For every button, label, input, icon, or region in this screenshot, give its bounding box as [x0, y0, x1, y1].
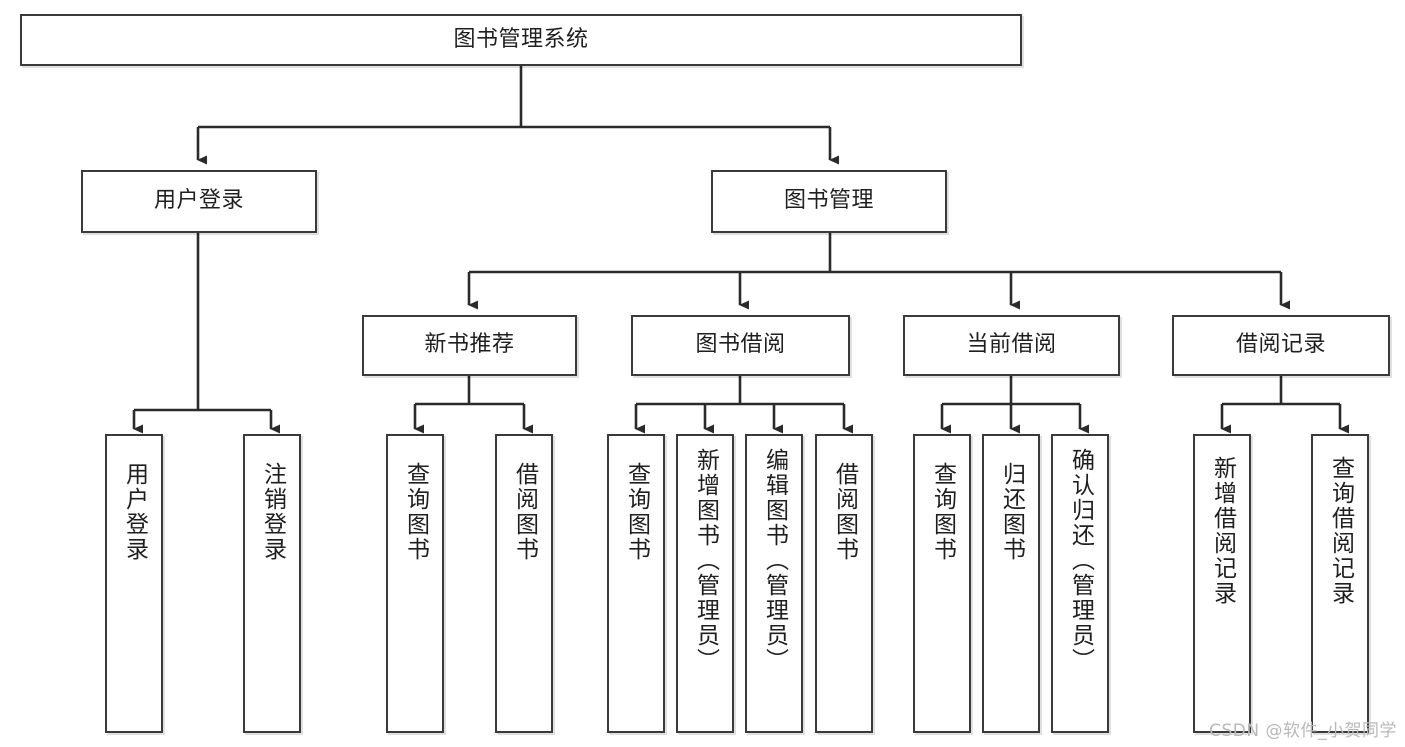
leaf-borrow-record-add[interactable]: 新增借阅记录	[1193, 434, 1251, 733]
node-root-label: 图书管理系统	[453, 26, 589, 52]
node-root[interactable]: 图书管理系统	[20, 14, 1022, 66]
leaf-label: 归还图书	[998, 462, 1025, 562]
leaf-label: 新增借阅记录	[1209, 456, 1236, 606]
node-book-borrow-label: 图书借阅	[695, 332, 786, 358]
leaf-label: 注销登录	[259, 462, 286, 562]
leaf-label: 查询借阅记录	[1327, 456, 1354, 606]
leaf-current-borrow-return[interactable]: 归还图书	[982, 434, 1040, 733]
leaf-book-borrow-add[interactable]: 新增图书（管理员）	[676, 434, 734, 733]
leaf-user-login-logout[interactable]: 注销登录	[243, 434, 301, 733]
leaf-label: 编辑图书（管理员）	[761, 448, 788, 673]
node-borrow-record[interactable]: 借阅记录	[1172, 315, 1390, 376]
node-current-borrow-label: 当前借阅	[966, 332, 1057, 358]
leaf-new-book-query[interactable]: 查询图书	[386, 434, 444, 733]
leaf-user-login-login[interactable]: 用户登录	[105, 434, 163, 733]
leaf-label: 查询图书	[929, 462, 956, 562]
node-new-book-recommend[interactable]: 新书推荐	[362, 315, 577, 376]
leaf-book-borrow-query[interactable]: 查询图书	[607, 434, 665, 733]
leaf-label: 借阅图书	[511, 462, 538, 562]
leaf-book-borrow-borrow[interactable]: 借阅图书	[815, 434, 873, 733]
node-book-borrow[interactable]: 图书借阅	[631, 315, 850, 376]
leaf-current-borrow-query[interactable]: 查询图书	[913, 434, 971, 733]
leaf-label: 确认归还（管理员）	[1067, 448, 1094, 673]
leaf-label: 借阅图书	[831, 462, 858, 562]
node-user-login[interactable]: 用户登录	[81, 170, 317, 233]
node-book-management-label: 图书管理	[783, 188, 874, 214]
leaf-borrow-record-query[interactable]: 查询借阅记录	[1311, 434, 1369, 733]
node-new-book-recommend-label: 新书推荐	[424, 332, 515, 358]
node-current-borrow[interactable]: 当前借阅	[903, 315, 1120, 376]
leaf-label: 新增图书（管理员）	[692, 448, 719, 673]
leaf-label: 用户登录	[121, 462, 148, 562]
leaf-current-borrow-confirm[interactable]: 确认归还（管理员）	[1051, 434, 1109, 733]
leaf-new-book-borrow[interactable]: 借阅图书	[495, 434, 553, 733]
node-user-login-label: 用户登录	[153, 188, 244, 214]
csdn-watermark: CSDN @软件_小贺同学	[1209, 721, 1397, 741]
leaf-book-borrow-edit[interactable]: 编辑图书（管理员）	[745, 434, 803, 733]
node-borrow-record-label: 借阅记录	[1235, 332, 1326, 358]
leaf-label: 查询图书	[402, 462, 429, 562]
node-book-management[interactable]: 图书管理	[711, 170, 947, 233]
leaf-label: 查询图书	[623, 462, 650, 562]
